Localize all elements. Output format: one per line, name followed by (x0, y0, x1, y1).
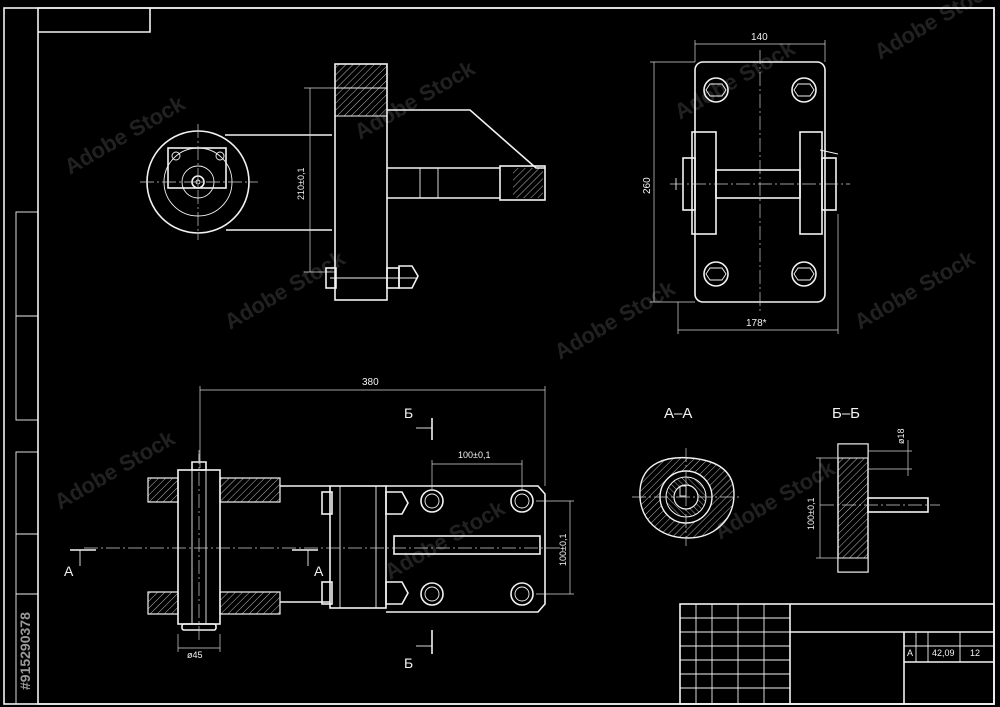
watermark-text: Adobe Stock (870, 0, 1000, 64)
watermark-text: Adobe Stock (380, 495, 510, 584)
section-bb: Б–Б ø18 100±0,1 (806, 405, 940, 573)
front-view: 380 (64, 377, 574, 671)
top-view: 210±0,1 (140, 63, 546, 301)
side-view-width-dim: 140 (751, 32, 768, 43)
watermark-text: Adobe Stock (850, 245, 980, 334)
section-b-top-label: Б (404, 405, 413, 421)
section-a-right-label: A (314, 563, 324, 579)
front-view-diameter-dim: ø45 (187, 650, 203, 660)
section-b-bottom-label: Б (404, 655, 413, 671)
side-view-height-dim: 260 (642, 177, 653, 194)
front-view-hole-spacing-dim: 100±0,1 (458, 450, 490, 460)
section-bb-height-dim: 100±0,1 (806, 498, 816, 530)
title-block-mass: 42,09 (932, 648, 955, 658)
front-view-length-dim: 380 (362, 377, 379, 388)
watermark-layer: Adobe Stock Adobe Stock Adobe Stock Adob… (17, 0, 1000, 690)
section-aa-title: А–А (664, 405, 692, 422)
title-block-scale: 12 (970, 648, 980, 658)
section-aa: А–А (632, 405, 742, 546)
sheet-frame (3, 7, 995, 705)
section-bb-title: Б–Б (832, 405, 860, 422)
side-view: 140 260 178* (642, 32, 850, 334)
watermark-stock-id: #915290378 (17, 612, 33, 690)
front-view-vertical-spacing-dim: 100±0,1 (558, 534, 568, 566)
watermark-text: Adobe Stock (670, 35, 800, 124)
side-view-bottom-dim: 178* (746, 318, 767, 329)
watermark-text: Adobe Stock (60, 90, 190, 179)
watermark-text: Adobe Stock (220, 245, 350, 334)
top-view-height-dim: 210±0,1 (296, 168, 306, 200)
title-block: A 42,09 12 (679, 603, 995, 705)
watermark-text: Adobe Stock (550, 275, 680, 364)
section-bb-diameter-dim: ø18 (896, 428, 906, 444)
title-block-letter: A (907, 648, 913, 658)
section-a-left-label: A (64, 563, 74, 579)
